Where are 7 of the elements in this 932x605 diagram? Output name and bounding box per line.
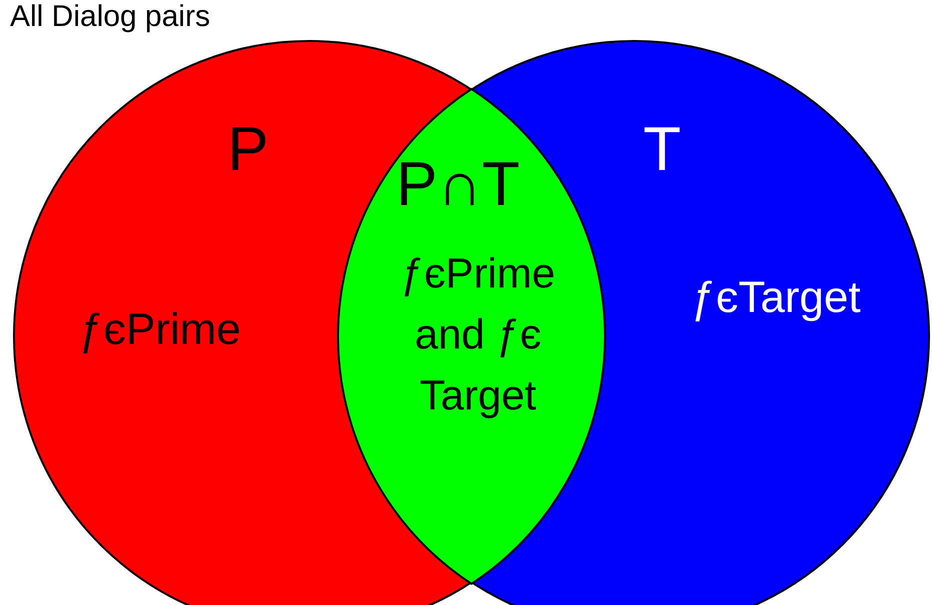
set-label: T xyxy=(642,114,682,186)
set-description: ƒєTarget xyxy=(690,272,862,324)
diagram-title: All Dialog pairs xyxy=(10,0,210,34)
set-description: ƒєPrime xyxy=(78,304,242,356)
set-label: P∩T xyxy=(395,149,521,222)
set-label: P xyxy=(226,114,270,186)
set-description: ƒєPrime and ƒє Target xyxy=(400,248,556,420)
